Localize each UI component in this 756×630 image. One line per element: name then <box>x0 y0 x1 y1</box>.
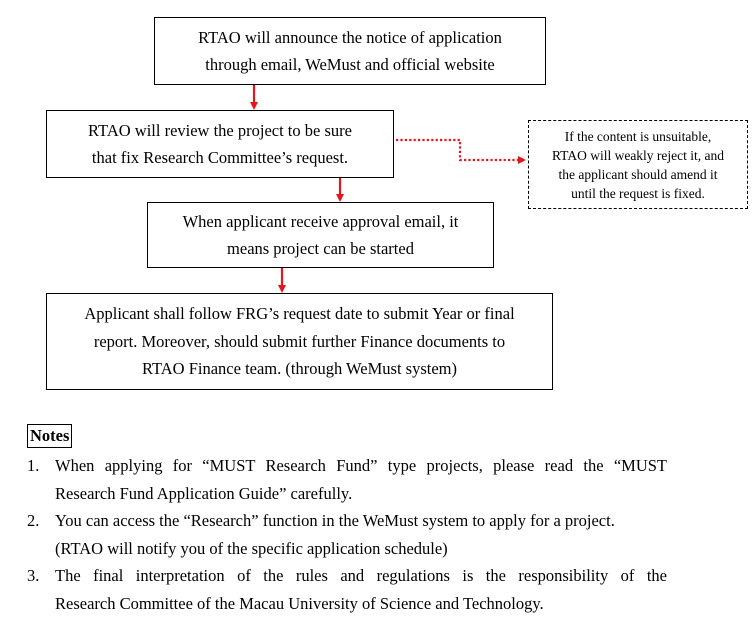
flow-step-text: through email, WeMust and official websi… <box>205 55 495 74</box>
flow-step-text: Applicant shall follow FRG’s request dat… <box>84 304 515 324</box>
side-note-text: the applicant should amend it <box>558 166 718 182</box>
flow-step-text: RTAO Finance team. (through WeMust syste… <box>141 359 457 379</box>
side-note-text: RTAO will weakly reject it, and <box>551 147 725 163</box>
flow-step-text: that fix Research Committee’s request. <box>91 148 349 167</box>
flow-step-text: RTAO will announce the notice of applica… <box>198 28 502 47</box>
note-text: The final interpretation of the rules an… <box>55 566 667 585</box>
note-number: 3. <box>27 566 40 585</box>
note-text: Research Fund Application Guide” careful… <box>55 483 353 503</box>
flow-step-text: report. Moreover, should submit further … <box>93 331 506 351</box>
flow-step-text: When applicant receive approval email, i… <box>182 212 459 231</box>
dotted-arrow-to-side-note <box>396 138 526 164</box>
note-item: 3. The final interpretation of the rules… <box>27 562 667 617</box>
notes-heading: Notes <box>27 424 73 448</box>
note-text: When applying for “MUST Research Fund” t… <box>55 456 667 475</box>
note-text: Research Committee of the Macau Universi… <box>55 593 544 613</box>
note-item: 2. You can access the “Research” functio… <box>27 507 667 562</box>
note-text: (RTAO will notify you of the specific ap… <box>55 538 448 558</box>
notes-list: 1. When applying for “MUST Research Fund… <box>27 452 667 617</box>
rejection-side-note: If the content is unsuitable, RTAO will … <box>528 120 748 209</box>
side-note-text: If the content is unsuitable, <box>564 128 712 144</box>
note-text: You can access the “Research” function i… <box>55 511 615 530</box>
note-item: 1. When applying for “MUST Research Fund… <box>27 452 667 507</box>
flow-step-announce: RTAO will announce the notice of applica… <box>154 17 546 85</box>
note-number: 1. <box>27 456 40 475</box>
flow-step-text: RTAO will review the project to be sure <box>88 121 352 140</box>
flow-step-review: RTAO will review the project to be sure … <box>46 110 394 178</box>
side-note-text: until the request is fixed. <box>571 185 705 201</box>
flow-step-submit-report: Applicant shall follow FRG’s request dat… <box>46 293 553 390</box>
flow-step-approval: When applicant receive approval email, i… <box>147 202 494 268</box>
note-number: 2. <box>27 511 40 530</box>
flow-step-text: means project can be started <box>227 239 414 258</box>
